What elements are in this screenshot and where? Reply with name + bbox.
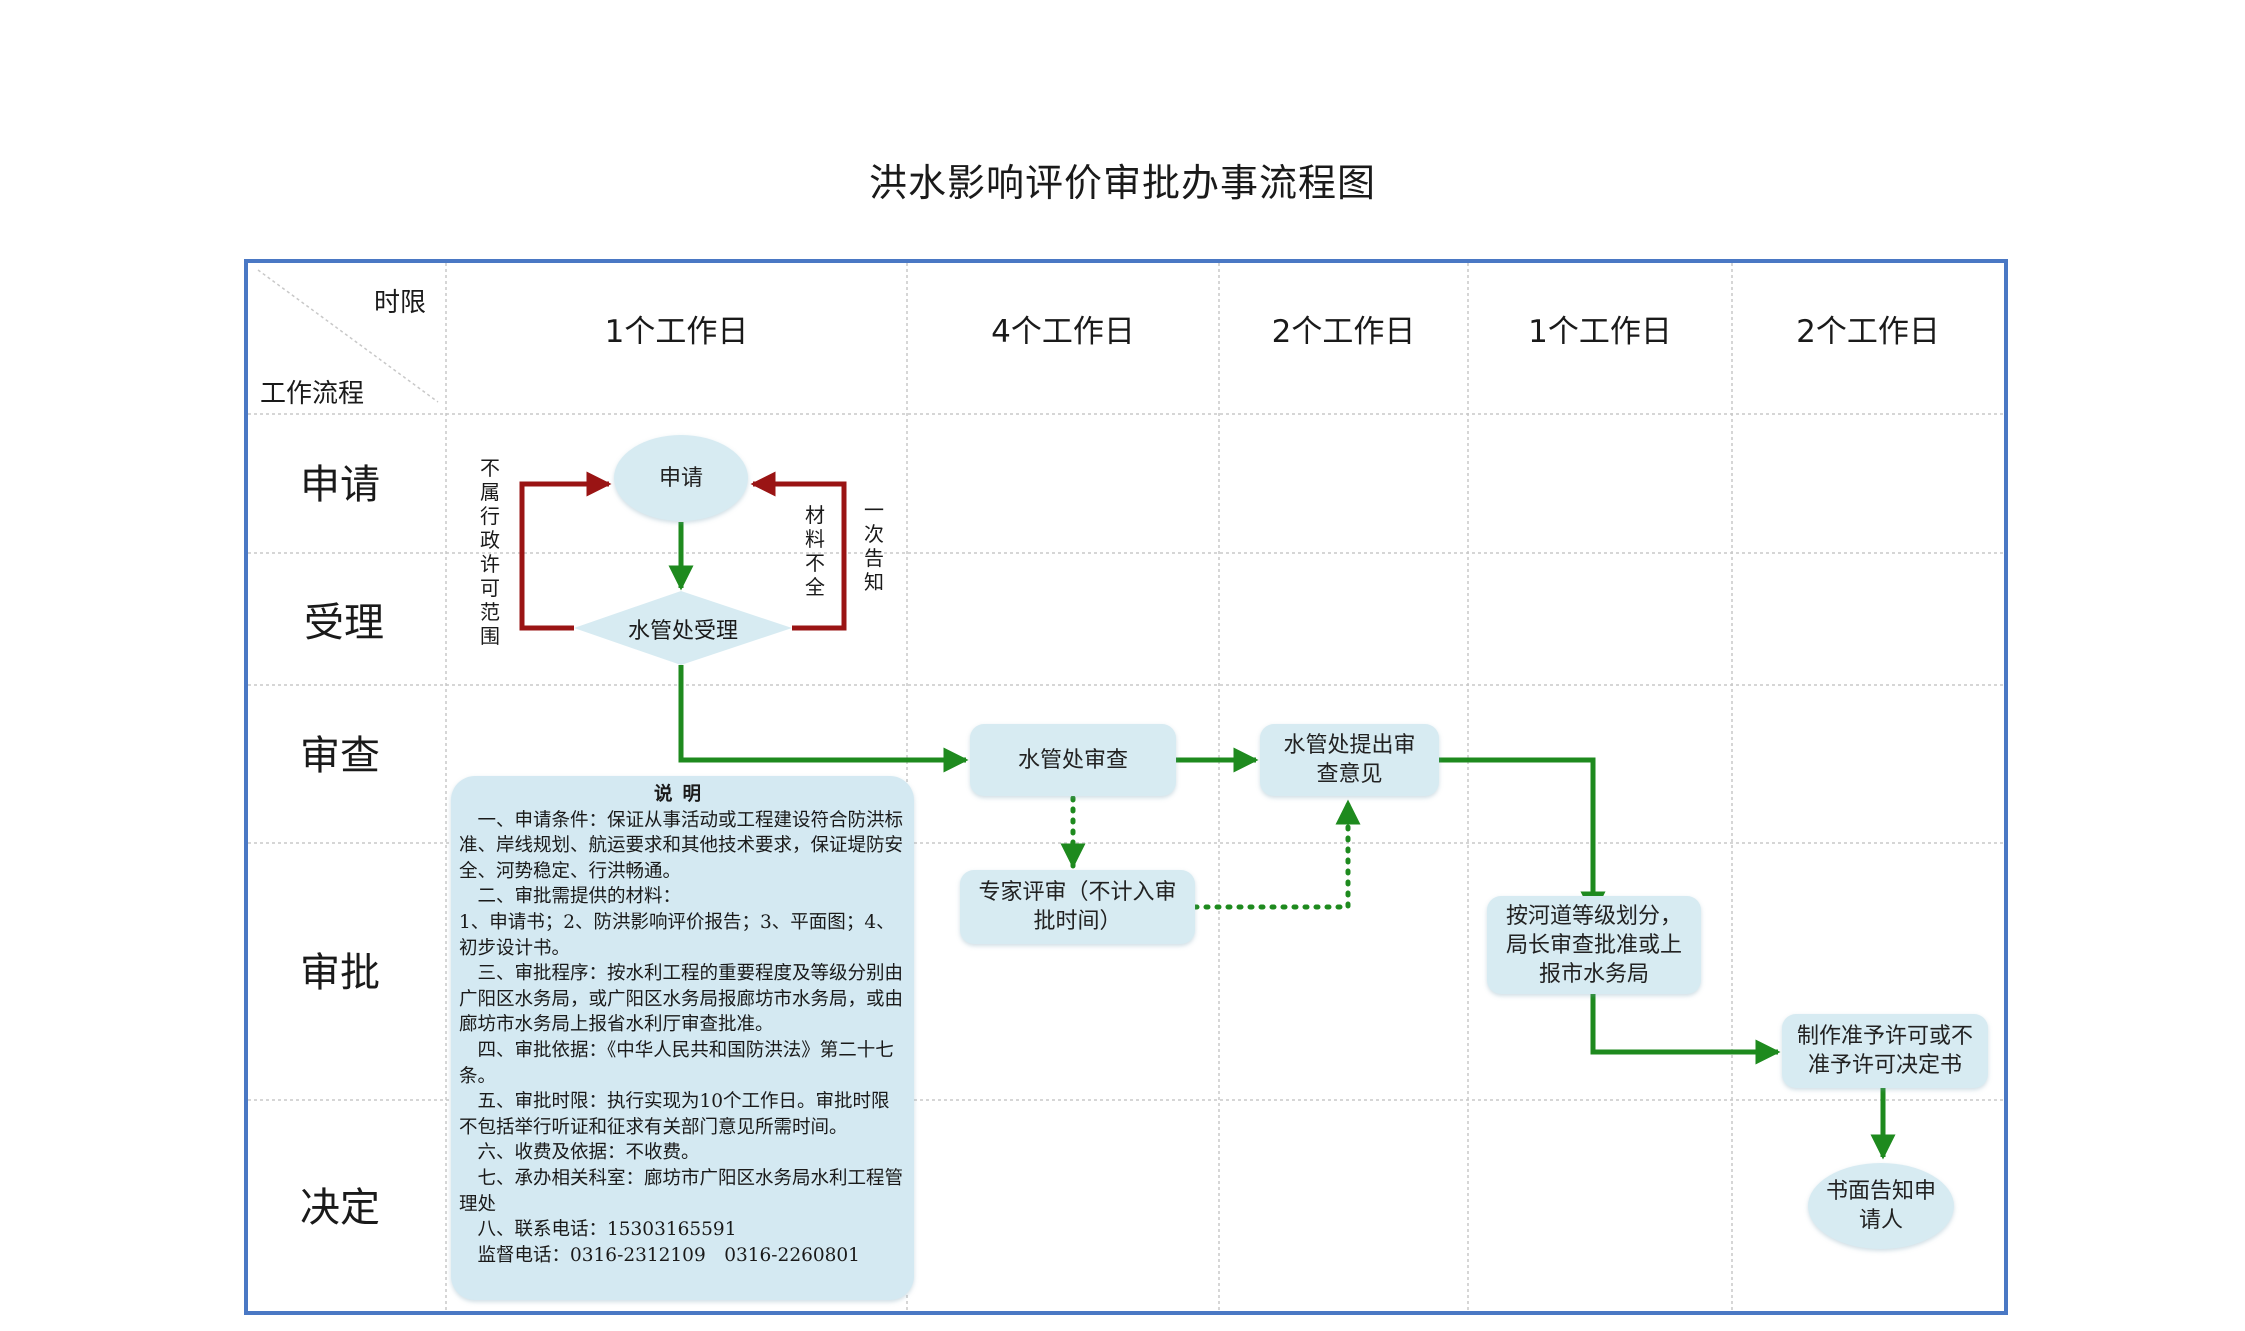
node-expert-review: 专家评审（不计入审批时间） bbox=[960, 870, 1195, 944]
node-apply: 申请 bbox=[614, 435, 748, 521]
column-header-3: 2个工作日 bbox=[1271, 314, 1416, 350]
note-line: 四、审批依据：《中华人民共和国防洪法》第二十七条。 bbox=[459, 1039, 894, 1087]
note-line: 一、申请条件：保证从事活动或工程建设符合防洪标准、岸线规划、航运要求和其他技术要… bbox=[459, 809, 904, 882]
stage-label-apply: 申请 bbox=[300, 462, 380, 508]
node-approve: 按河道等级划分，局长审查批准或上报市水务局 bbox=[1487, 896, 1701, 994]
note-line: 五、审批时限：执行实现为10个工作日。审批时限不包括举行听证和征求有关部门意见所… bbox=[459, 1091, 890, 1138]
column-header-4: 1个工作日 bbox=[1528, 314, 1672, 350]
arrow-opinion-to-approve bbox=[1439, 757, 1606, 917]
arrow-accept-to-review bbox=[678, 665, 969, 773]
side-label-once-notice: 一次告知 bbox=[864, 498, 884, 594]
node-permit-decision: 制作准予许可或不准予许可决定书 bbox=[1782, 1014, 1988, 1088]
node-accept-label: 水管处受理 bbox=[627, 619, 738, 644]
node-notify-applicant: 书面告知申请人 bbox=[1808, 1163, 1954, 1249]
arrow-not-scope bbox=[519, 471, 612, 631]
column-header-1: 1个工作日 bbox=[604, 314, 749, 350]
flowchart-frame bbox=[244, 259, 2008, 1315]
arrow-expert-to-opinion bbox=[1192, 799, 1361, 910]
stage-label-review: 审查 bbox=[300, 733, 380, 779]
corner-time-label: 时限 bbox=[374, 288, 427, 318]
note-line: 1、申请书；2、防洪影响评价报告；3、平面图；4、初步设计书。 bbox=[459, 911, 895, 959]
note-line: 六、收费及依据：不收费。 bbox=[459, 1142, 700, 1164]
corner-flow-label: 工作流程 bbox=[260, 379, 365, 409]
explanation-note: 说明 一、申请条件：保证从事活动或工程建设符合防洪标准、岸线规划、航运要求和其他… bbox=[451, 776, 914, 1300]
accept-diamond-shape bbox=[574, 591, 792, 665]
node-opinion: 水管处提出审查意见 bbox=[1260, 724, 1439, 796]
column-header-5: 2个工作日 bbox=[1796, 314, 1940, 350]
note-line: 二、审批需提供的材料： bbox=[459, 886, 682, 908]
side-label-incomplete: 材料不全 bbox=[805, 503, 825, 599]
note-title: 说明 bbox=[653, 784, 711, 805]
node-review: 水管处审查 bbox=[970, 724, 1176, 796]
stage-label-accept: 受理 bbox=[304, 600, 384, 646]
note-line: 监督电话：0316-2312109 0316-2260801 bbox=[459, 1244, 860, 1266]
grid-lines bbox=[248, 263, 2004, 1311]
page-title: 洪水影响评价审批办事流程图 bbox=[868, 161, 1376, 205]
note-line: 八、联系电话：15303165591 bbox=[459, 1219, 737, 1241]
corner-diagonal bbox=[257, 269, 439, 403]
note-line: 三、审批程序：按水利工程的重要程度及等级分别由广阳区水务局，或广阳区水务局报廊坊… bbox=[459, 963, 904, 1036]
column-header-2: 4个工作日 bbox=[991, 314, 1135, 350]
stage-label-decide: 决定 bbox=[300, 1185, 380, 1231]
arrow-incomplete bbox=[750, 471, 847, 631]
note-line: 七、承办相关科室：廊坊市广阳区水务局水利工程管理处 bbox=[459, 1167, 904, 1215]
stage-label-approve: 审批 bbox=[300, 950, 380, 996]
arrow-approve-to-permit bbox=[1590, 992, 1781, 1065]
side-label-not-scope: 不属行政许可范围 bbox=[480, 456, 500, 648]
